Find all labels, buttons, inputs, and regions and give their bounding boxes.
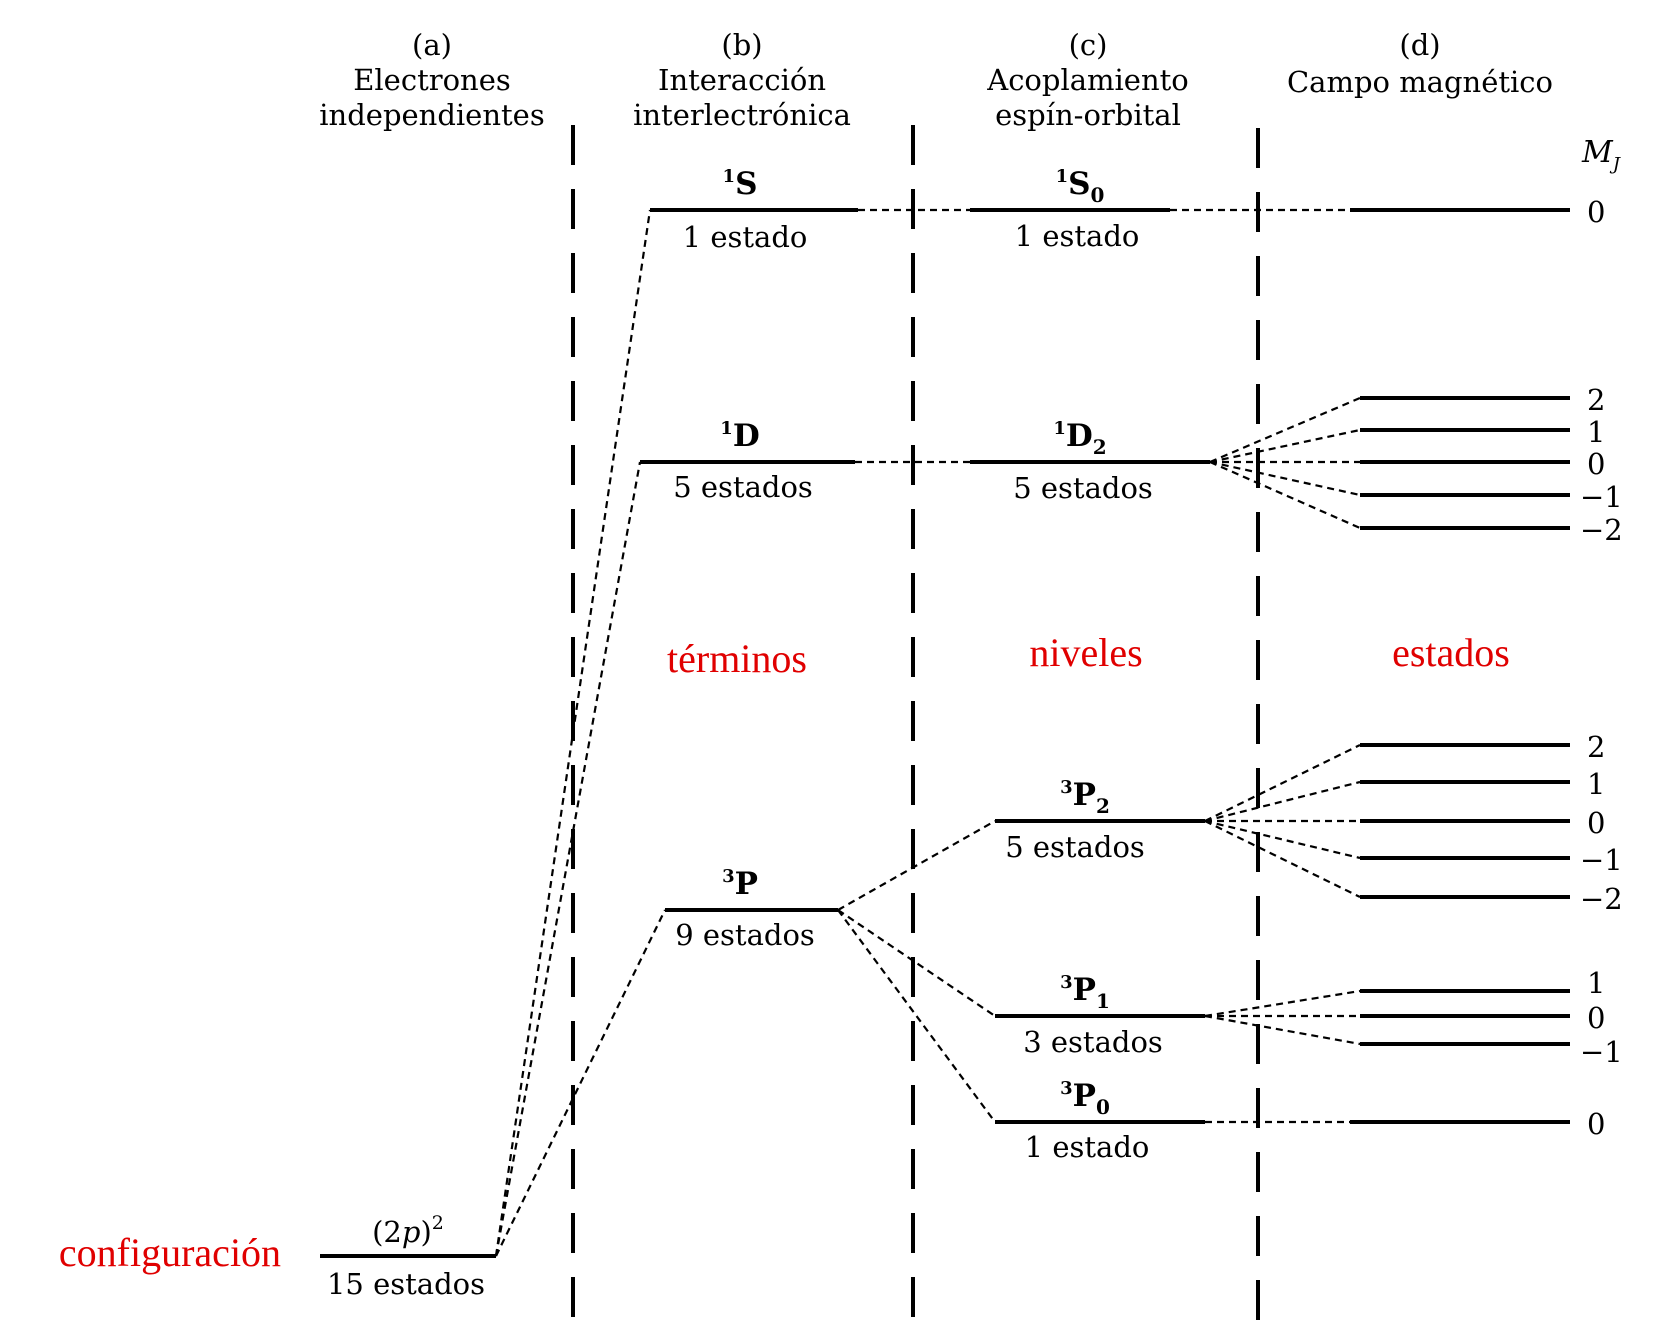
connector-1D2-mjm1	[1209, 460, 1361, 497]
zeeman-3P1	[1204, 989, 1570, 1046]
mj-label-3P2-2: 2	[1587, 730, 1605, 764]
connector-1D2-mj1	[1209, 428, 1361, 464]
mj-header: MJ	[1581, 135, 1622, 175]
mj-label-3P1-m1: −1	[1580, 1035, 1623, 1069]
zeeman-3P2	[1204, 743, 1570, 899]
mj-label-3P0-0: 0	[1587, 1107, 1605, 1141]
column-header-d: (d) Campo magnético	[1287, 28, 1553, 99]
connector-3P2-mjm2	[1204, 820, 1361, 898]
config-states: 15 estados	[327, 1267, 485, 1301]
mj-label-1D2-m1: −1	[1580, 480, 1623, 514]
annotation-estados: estados	[1392, 630, 1510, 675]
connector-1D2-mjm2	[1209, 460, 1361, 530]
term-label-1S: 1S	[723, 166, 758, 202]
mj-label-1D2-0: 0	[1587, 447, 1605, 481]
column-letter-c: (c)	[1069, 28, 1108, 62]
level-label-1S0: 1S0	[1056, 166, 1105, 207]
config-term: (2p)2	[372, 1212, 444, 1249]
connector-3P2-mjm1	[1204, 819, 1361, 860]
column-title-c-line1: Acoplamiento	[986, 63, 1189, 97]
mj-label-3P1-1: 1	[1587, 966, 1605, 1000]
term-states-3P: 9 estados	[675, 918, 815, 952]
mj-label-3P2-1: 1	[1587, 767, 1605, 801]
column-title-b-line1: Interacción	[658, 63, 826, 97]
column-title-b-line2: interlectrónica	[633, 98, 851, 132]
level-states-3P1: 3 estados	[1023, 1025, 1163, 1059]
column-letter-a: (a)	[412, 28, 452, 62]
mj-label-1S0-0: 0	[1587, 195, 1605, 229]
column-letter-b: (b)	[721, 28, 762, 62]
connector-3P2-mj2	[1204, 744, 1361, 822]
annotation-terminos: términos	[667, 636, 807, 681]
level-states-1D2: 5 estados	[1013, 471, 1153, 505]
mj-label-1D2-m2: −2	[1580, 513, 1623, 547]
level-label-1D2: 1D2	[1053, 418, 1106, 459]
mj-label-3P2-0: 0	[1587, 806, 1605, 840]
connector-3P-3P2	[837, 820, 996, 911]
level-states-1S0: 1 estado	[1015, 219, 1140, 253]
column-title-d-line1: Campo magnético	[1287, 65, 1553, 99]
connector-3P-3P0	[837, 909, 996, 1123]
column-letter-d: (d)	[1399, 28, 1440, 62]
mj-label-3P2-m1: −1	[1580, 843, 1623, 877]
connector-config-1S	[494, 209, 652, 1257]
connector-config-3P	[495, 909, 666, 1257]
connector-3P2-mj1	[1204, 780, 1361, 823]
term-states-1S: 1 estado	[683, 220, 808, 254]
level-label-3P0: 3P0	[1060, 1078, 1110, 1119]
column-title-a-line2: independientes	[319, 98, 544, 132]
mj-label-3P1-0: 0	[1587, 1001, 1605, 1035]
column-header-a: (a) Electrones independientes	[319, 28, 544, 132]
term-label-3P: 3P	[722, 866, 758, 902]
connector-3P1-mjm1	[1204, 1014, 1361, 1046]
connector-3P-3P1	[837, 909, 996, 1017]
column-header-c: (c) Acoplamiento espín-orbital	[986, 28, 1189, 132]
connector-config-1D	[494, 461, 642, 1257]
column-title-a-line1: Electrones	[353, 63, 511, 97]
level-label-3P1: 3P1	[1060, 972, 1110, 1013]
level-label-3P2: 3P2	[1060, 777, 1110, 818]
column-header-b: (b) Interacción interlectrónica	[633, 28, 851, 132]
connector-3P1-mj1	[1204, 989, 1361, 1018]
annotation-configuracion: configuración	[59, 1230, 281, 1275]
connector-1D2-mj2	[1209, 396, 1361, 464]
mj-label-1D2-2: 2	[1587, 383, 1605, 417]
term-label-1D: 1D	[720, 418, 759, 454]
column-title-c-line2: espín-orbital	[995, 98, 1181, 132]
zeeman-1D2	[1209, 396, 1570, 530]
level-states-3P2: 5 estados	[1005, 830, 1145, 864]
mj-label-3P2-m2: −2	[1580, 882, 1623, 916]
level-states-3P0: 1 estado	[1025, 1130, 1150, 1164]
term-states-1D: 5 estados	[673, 470, 813, 504]
annotation-niveles: niveles	[1029, 630, 1142, 675]
mj-label-1D2-1: 1	[1587, 415, 1605, 449]
